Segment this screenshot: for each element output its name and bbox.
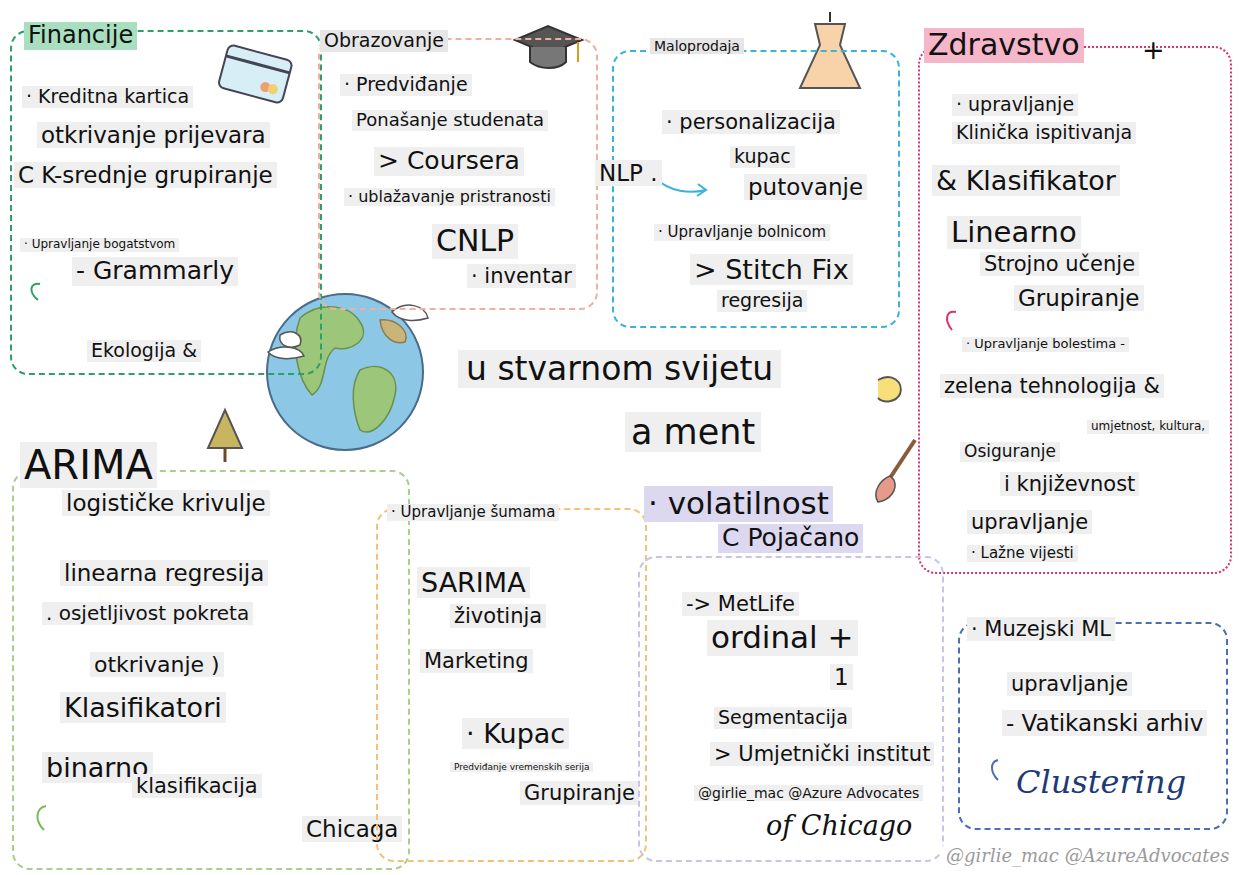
region-heading: · Muzejski ML <box>967 617 1115 641</box>
region-heading: Financije <box>24 22 137 50</box>
tree-icon <box>208 410 242 462</box>
topic-text: logističke krivulje <box>62 490 270 516</box>
topic-text: Clustering <box>1012 764 1190 801</box>
topic-text: Osiguranje <box>960 442 1060 462</box>
topic-text: Klinička ispitivanja <box>952 122 1136 144</box>
title: u stvarnom svijetu <box>458 350 781 388</box>
lightbulb-icon <box>878 377 901 401</box>
topic-text: · upravljanje <box>952 94 1078 116</box>
topic-text: · Kreditna kartica <box>22 86 193 108</box>
topic-text: ordinal + <box>707 620 858 656</box>
topic-text: klasifikacija <box>132 774 262 798</box>
topic-text: · personalizacija <box>662 110 840 134</box>
retail-region: Maloprodaja· personalizacijakupacputovan… <box>612 50 900 328</box>
topic-text: upravljanje <box>1007 672 1132 696</box>
topic-text: C Pojačano <box>718 524 863 553</box>
region-heading: Maloprodaja <box>650 38 744 54</box>
region-heading: Zdravstvo <box>924 28 1084 63</box>
topic-text: @girlie_mac @Azure Advocates <box>694 785 923 801</box>
topic-text: 1 <box>830 664 853 690</box>
region-heading: · volatilnost <box>644 486 833 522</box>
topic-text: CNLP <box>432 224 518 259</box>
topic-text: · Kupac <box>462 718 569 749</box>
topic-text: i književnost <box>1000 472 1139 496</box>
topic-text: · Upravljanje bogatstvom <box>20 238 179 252</box>
topic-text: Chicaga <box>302 816 402 842</box>
health-region: Zdravstvo+· upravljanjeKlinička ispitiva… <box>918 46 1232 574</box>
topic-text: zelena tehnologija & <box>940 374 1164 398</box>
topic-text: otkrivanje prijevara <box>37 122 270 148</box>
topic-text: Segmentacija <box>714 707 852 729</box>
curl <box>992 760 998 780</box>
topic-text: kupac <box>730 146 795 168</box>
topic-text: životinja <box>450 604 546 628</box>
topic-text: - Vatikanski arhiv <box>1002 710 1207 736</box>
topic-text: C K-srednje grupiranje <box>14 162 277 188</box>
topic-text: SARIMA <box>417 567 530 598</box>
topic-text: Ekologija & <box>87 340 201 362</box>
topic-text: - Grammarly <box>72 257 238 286</box>
topic-text: · inventar <box>467 264 576 288</box>
topic-text: Strojno učenje <box>980 252 1139 276</box>
curl <box>37 806 46 830</box>
brush-icon <box>876 440 915 502</box>
topic-text: Linearno <box>947 216 1081 249</box>
forestry-region: · Upravljanje šumamaSARIMAživotinjaMarke… <box>376 508 647 862</box>
finance-region: Financije· Kreditna karticaotkrivanje pr… <box>10 30 322 375</box>
topic-text: Klasifikatori <box>60 692 226 723</box>
globe-illustration <box>267 294 428 450</box>
regression-region: ARIMAlogističke krivuljelinearna regresi… <box>12 470 410 870</box>
topic-text: Marketing <box>420 649 533 673</box>
topic-text: · ublažavanje pristranosti <box>344 188 555 206</box>
curl <box>947 312 956 330</box>
region-heading: ARIMA <box>20 442 157 488</box>
topic-text: · Predviđanje <box>340 74 472 96</box>
topic-text: -> MetLife <box>682 592 799 616</box>
museum-region: · Muzejski MLupravljanje- Vatikanski arh… <box>958 622 1228 830</box>
watermark: @girlie_mac @AzureAdvocates <box>940 846 1235 867</box>
arrowhead <box>697 184 706 196</box>
topic-text: Ponašanje studenata <box>352 110 548 131</box>
topic-text: Predviđanje vremenskih serija <box>450 762 593 772</box>
topic-text: > Stitch Fix <box>690 254 853 285</box>
insurance-region: · volatilnostC Pojačano-> MetLifeordinal… <box>638 556 944 862</box>
curl <box>31 284 40 300</box>
topic-text: of Chicago <box>762 810 916 841</box>
topic-text: > Umjetnički institut <box>710 742 934 766</box>
decor-arrows <box>31 178 998 830</box>
subtitle: a ment <box>625 412 761 452</box>
topic-text: · Upravljanje bolestima - <box>962 337 1129 352</box>
credit-card-icon <box>218 44 293 104</box>
topic-text: NLP . <box>595 160 662 186</box>
topic-text: linearna regresija <box>60 560 268 586</box>
topic-text: + <box>1138 34 1169 65</box>
topic-text: . osjetljivost pokreta <box>42 602 253 625</box>
topic-text: putovanje <box>744 174 867 200</box>
topic-text: · Upravljanje bolnicom <box>654 224 830 241</box>
topic-text: upravljanje <box>967 510 1092 534</box>
topic-text: & Klasifikator <box>932 165 1120 196</box>
topic-text: > Coursera <box>374 147 524 176</box>
education-region: Obrazovanje· PredviđanjePonašanje studen… <box>318 38 598 310</box>
topic-text: regresija <box>717 290 807 312</box>
topic-text: · Lažne vijesti <box>967 545 1078 562</box>
region-heading: · Upravljanje šumama <box>387 504 559 521</box>
topic-text: Grupiranje <box>520 781 639 805</box>
graduation-cap-icon <box>515 26 582 68</box>
topic-text: otkrivanje ) <box>90 652 224 677</box>
region-heading: Obrazovanje <box>320 30 448 52</box>
topic-text: umjetnost, kultura, <box>1087 420 1209 434</box>
topic-text: Grupiranje <box>1014 285 1144 311</box>
